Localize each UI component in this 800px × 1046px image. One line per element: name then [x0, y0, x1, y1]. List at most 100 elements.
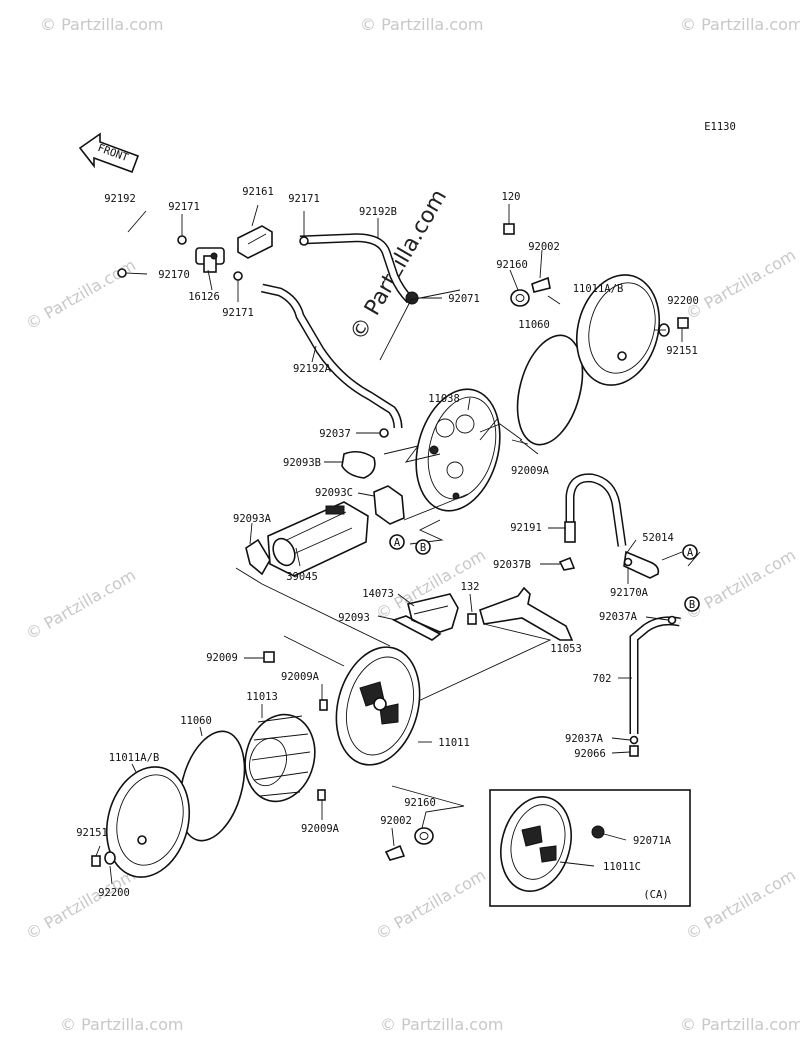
label-11011: 11011: [438, 737, 470, 749]
label-92200b: 92200: [98, 887, 130, 899]
label-11011ab-bot: 11011A/B: [109, 752, 160, 764]
bolt-92009: [263, 651, 275, 663]
gasket-92093c: [373, 485, 405, 525]
gasket-92093: [391, 615, 442, 641]
label-92191: 92191: [510, 522, 542, 534]
leader: [611, 751, 631, 754]
bolt-92009a-bot: [317, 789, 326, 801]
inset-ca: (CA): [489, 789, 691, 907]
label-92151a: 92151: [666, 345, 698, 357]
label-92009a-mid: 92009A: [281, 671, 320, 683]
watermark: © Partzilla.com: [40, 15, 163, 34]
valve-16126: [195, 247, 225, 273]
label-92171c: 92171: [222, 307, 254, 319]
label-92002b: 92002: [380, 815, 412, 827]
label-92151b: 92151: [76, 827, 108, 839]
label-16126: 16126: [188, 291, 220, 303]
label-92009a-top: 92009A: [511, 465, 550, 477]
watermark: © Partzilla.com: [23, 255, 139, 333]
label-92071a: 92071A: [633, 835, 672, 847]
filter-11013: [244, 713, 316, 803]
hose-702: [629, 616, 681, 734]
label-92160b: 92160: [404, 797, 436, 809]
label-92171a: 92171: [168, 201, 200, 213]
label-92037a-top: 92037A: [599, 611, 638, 623]
backplate-11038: [415, 388, 501, 512]
label-132: 132: [461, 581, 480, 593]
label-92009: 92009: [206, 652, 238, 664]
label-92093a: 92093A: [233, 513, 272, 525]
leader: [391, 785, 465, 847]
assembly-lines: [385, 623, 552, 717]
watermark: © Partzilla.com: [60, 1015, 183, 1034]
bracket-11053: [479, 586, 574, 641]
fitting-52014: [623, 550, 683, 579]
front-arrow-icon: FRONT: [78, 132, 140, 174]
watermark: © Partzilla.com: [23, 865, 139, 943]
leader: [645, 616, 669, 621]
svg-text:A: A: [394, 537, 401, 549]
label-92037: 92037: [319, 428, 351, 440]
leader: [469, 593, 473, 613]
clamp-92037a-top: [667, 615, 677, 625]
leader-lines: [125, 204, 683, 567]
cover-11011ab-top: [575, 274, 661, 386]
diagram-code: E1130: [704, 121, 736, 133]
bolt-92151b: [91, 855, 101, 867]
ring-11060-top: [516, 334, 584, 446]
leader: [625, 539, 637, 555]
label-11060b: 11060: [180, 715, 212, 727]
label-52014: 52014: [642, 532, 674, 544]
watermark: © Partzilla.com: [380, 1015, 503, 1034]
clamp-92037b: [558, 556, 576, 571]
clamp-92171b: [299, 236, 309, 246]
label-92037a-bot: 92037A: [565, 733, 604, 745]
label-39045: 39045: [286, 571, 318, 583]
label-11011ab-top: 11011A/B: [573, 283, 624, 295]
label-11011c: 11011C: [603, 861, 641, 873]
label-92192a: 92192A: [293, 363, 332, 375]
hose-92192b: [299, 233, 414, 304]
cover-11011ab-bottom: [105, 766, 191, 878]
label-92037b: 92037B: [493, 559, 531, 571]
plug-92066: [629, 745, 639, 757]
label-92066: 92066: [574, 748, 606, 760]
housing-11011: [335, 646, 421, 766]
connector-a: A: [389, 534, 405, 550]
svg-text:A: A: [687, 547, 694, 559]
bolt-132: [467, 613, 477, 625]
intake-39045: [267, 501, 369, 577]
duct-14073: [407, 593, 459, 633]
label-92002a: 92002: [528, 241, 560, 253]
clamp-92037: [379, 428, 389, 438]
leader: [95, 845, 101, 857]
connector-b: B: [415, 539, 431, 555]
label-92071: 92071: [448, 293, 480, 305]
gasket-92093b: [341, 450, 376, 479]
watermark: © Partzilla.com: [683, 245, 799, 323]
leader: [611, 737, 631, 741]
label-92093b: 92093B: [283, 457, 321, 469]
bolt-92002b: [384, 844, 406, 861]
hose-92191: [564, 473, 627, 547]
label-11013: 11013: [246, 691, 278, 703]
hose-92192: [106, 229, 129, 269]
watermark: © Partzilla.com: [360, 15, 483, 34]
label-92171b: 92171: [288, 193, 320, 205]
svg-text:B: B: [420, 542, 426, 554]
part-labels: 92192 92171 92161 92171 92192B 120 92170…: [76, 186, 699, 899]
label-92170: 92170: [158, 269, 190, 281]
collar-92160a: [510, 289, 530, 307]
label-92160a: 92160: [496, 259, 528, 271]
label-14073: 14073: [362, 588, 394, 600]
collar-92160b: [414, 827, 434, 845]
watermark: © Partzilla.com: [373, 865, 489, 943]
label-92192b: 92192B: [359, 206, 397, 218]
inset-label: (CA): [643, 889, 668, 901]
bolt-92002a: [531, 276, 551, 293]
label-11060a: 11060: [518, 319, 550, 331]
leader: [109, 865, 113, 885]
hose-92192a: [261, 283, 403, 429]
watermark: © Partzilla.com: [683, 865, 799, 943]
